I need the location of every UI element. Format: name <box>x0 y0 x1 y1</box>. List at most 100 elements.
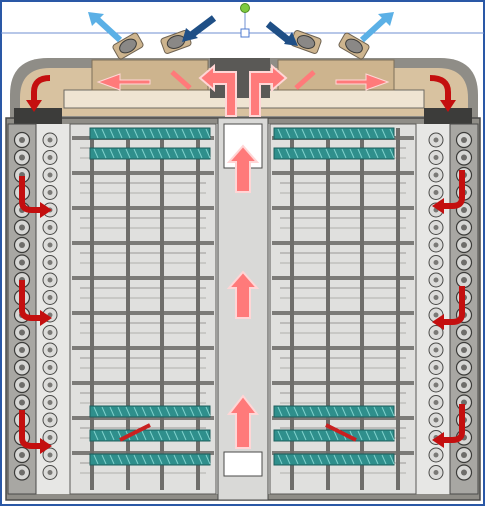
fan-hub <box>47 417 53 423</box>
exhaust-arrow-left <box>93 15 123 43</box>
roof-fans <box>112 30 370 60</box>
tray-mesh <box>325 454 331 465</box>
shelf <box>72 276 214 280</box>
shelf <box>272 416 414 420</box>
fan-icon <box>112 32 144 60</box>
fan-rotor <box>119 38 137 54</box>
return-arrow-head <box>26 100 42 112</box>
tray <box>273 405 395 418</box>
fan-hub <box>461 242 467 248</box>
fan-hub <box>47 137 53 143</box>
fan-hub <box>47 295 53 300</box>
fan-icon <box>160 30 192 54</box>
tray-mesh <box>325 128 331 139</box>
tray-arrow-right <box>325 423 357 442</box>
fan-hub <box>47 400 53 405</box>
fan-hub <box>47 330 53 335</box>
tray-mesh <box>277 406 283 417</box>
tray-mesh <box>141 148 147 159</box>
tray-mesh <box>165 454 171 465</box>
tray-mesh <box>277 148 283 159</box>
tray-mesh <box>109 454 115 465</box>
center-column-opening-bottom <box>223 451 263 477</box>
tray-mesh <box>365 430 371 441</box>
tray-mesh <box>149 430 155 441</box>
tray-mesh <box>93 430 99 441</box>
tray-mesh <box>189 430 195 441</box>
fan-hub <box>47 277 53 283</box>
fan-hub <box>19 259 25 266</box>
tray-mesh <box>125 454 131 465</box>
return-arrow-head <box>432 432 444 448</box>
tray-mesh <box>373 148 379 159</box>
fan-hub <box>461 364 467 371</box>
tray-mesh <box>373 454 379 465</box>
fan-icon <box>290 30 322 54</box>
shelf <box>272 206 414 210</box>
tray-mesh <box>149 128 155 139</box>
tray-mesh <box>389 148 395 159</box>
rotate-handle-icon[interactable] <box>240 3 250 13</box>
shelf <box>272 171 414 175</box>
fan-hub <box>19 364 25 371</box>
tray-mesh <box>309 430 315 441</box>
tray-mesh <box>381 430 387 441</box>
tray-mesh <box>357 406 363 417</box>
fan-in-arrow-left <box>170 70 192 90</box>
tray-mesh <box>349 128 355 139</box>
fan-hub <box>433 400 439 405</box>
selection-handle-icon[interactable] <box>240 28 250 38</box>
fan-hub <box>461 154 467 161</box>
fan-hub <box>47 225 53 230</box>
fan-hub <box>19 382 25 388</box>
fan-hub <box>433 470 439 475</box>
tray-mesh <box>333 430 339 441</box>
shelf <box>72 241 214 245</box>
tray <box>89 147 211 160</box>
tray-mesh <box>349 148 355 159</box>
fan-hub <box>461 277 467 283</box>
tray-mesh <box>309 406 315 417</box>
tray-mesh <box>141 128 147 139</box>
tray-mesh <box>125 406 131 417</box>
tray-mesh <box>141 454 147 465</box>
tray-rows <box>89 127 395 466</box>
fan-hub <box>433 190 439 195</box>
fan-hub <box>433 242 439 248</box>
tray <box>89 127 211 140</box>
tray-mesh <box>101 128 107 139</box>
shelf <box>272 346 414 350</box>
tray-mesh <box>389 406 395 417</box>
tray-mesh <box>205 430 211 441</box>
tray-mesh <box>317 148 323 159</box>
tray-mesh <box>109 430 115 441</box>
tray-mesh <box>309 454 315 465</box>
tray-mesh <box>277 128 283 139</box>
tray-mesh <box>381 454 387 465</box>
fan-hub <box>47 470 53 475</box>
tray-mesh <box>293 148 299 159</box>
internal-airflow-arrows <box>96 63 390 449</box>
tray-mesh <box>109 148 115 159</box>
rack-post <box>360 128 364 490</box>
tray-mesh <box>189 128 195 139</box>
fan-hub <box>19 224 25 231</box>
tray-mesh <box>285 454 291 465</box>
rack-post <box>126 128 130 490</box>
tray-mesh <box>181 406 187 417</box>
rack-post <box>290 128 294 490</box>
tray-mesh <box>309 128 315 139</box>
tray-arrow-left <box>119 423 151 442</box>
tray-mesh <box>165 430 171 441</box>
shelf <box>72 451 214 455</box>
tray-mesh <box>93 454 99 465</box>
tray-mesh <box>357 430 363 441</box>
tray-mesh <box>197 148 203 159</box>
shelf <box>272 451 414 455</box>
updraft-arrow-top <box>226 144 260 193</box>
updraft-arrow-bottom <box>226 394 260 449</box>
tray-mesh <box>173 454 179 465</box>
tray-mesh <box>93 128 99 139</box>
tray-mesh <box>301 454 307 465</box>
tray-mesh <box>293 406 299 417</box>
